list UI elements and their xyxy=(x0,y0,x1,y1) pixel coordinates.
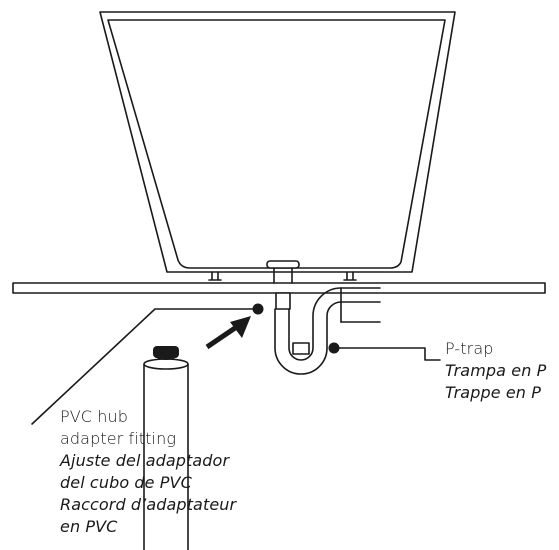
ptrap-label-fr: Trappe en P xyxy=(445,383,541,402)
adapter-label-es-line2: del cubo de PVC xyxy=(60,473,192,492)
ptrap-label-en: P-trap xyxy=(445,339,494,358)
countertop xyxy=(12,282,546,294)
adapter-label-en-line1: PVC hub xyxy=(60,407,128,426)
adapter-label-fr-line2: en PVC xyxy=(60,517,118,536)
p-trap xyxy=(274,287,381,375)
install-direction-arrow xyxy=(205,316,251,350)
adapter-label-es-line1: Ajuste del adaptador xyxy=(60,451,230,470)
drain-assembly xyxy=(266,260,300,310)
callout-leaders xyxy=(31,308,441,425)
adapter-label-fr-line1: Raccord d’adaptateur xyxy=(60,495,237,514)
pvc-hub-adapter xyxy=(143,346,189,550)
adapter-callout-dot xyxy=(252,303,264,315)
adapter-label-en-line2: adapter fitting xyxy=(60,429,177,448)
mounting-clips xyxy=(208,271,357,281)
sink-basin xyxy=(99,11,456,273)
ptrap-label-es: Trampa en P xyxy=(445,361,547,380)
ptrap-callout-dot xyxy=(328,342,340,354)
